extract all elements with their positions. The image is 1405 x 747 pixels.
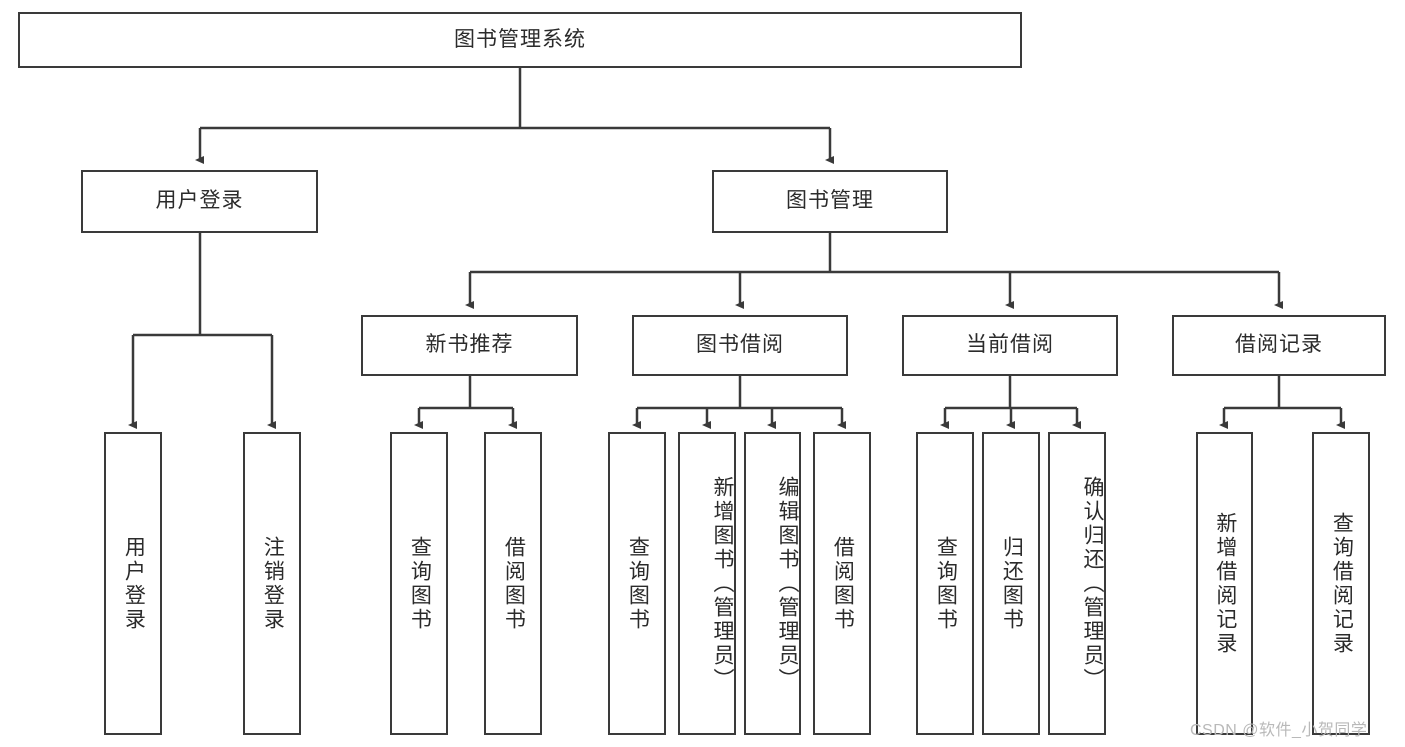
node-label: 借阅图书	[502, 535, 526, 632]
leaf-query-book-newbook[interactable]: 查询图书	[390, 432, 448, 735]
node-label: 查询图书	[934, 535, 958, 632]
node-new-book-recommend[interactable]: 新书推荐	[361, 315, 578, 376]
node-label: 图书管理系统	[454, 27, 586, 51]
node-label: 查询图书	[408, 535, 432, 632]
node-label: 归还图书	[1000, 535, 1024, 632]
leaf-return-book[interactable]: 归还图书	[982, 432, 1040, 735]
leaf-user-login[interactable]: 用户登录	[104, 432, 162, 735]
leaf-add-borrow-record[interactable]: 新增借阅记录	[1196, 432, 1253, 735]
node-root[interactable]: 图书管理系统	[18, 12, 1022, 68]
node-current-borrow[interactable]: 当前借阅	[902, 315, 1118, 376]
leaf-confirm-return-admin[interactable]: 确认归还（管理员）	[1048, 432, 1106, 735]
node-label: 查询图书	[626, 535, 650, 632]
node-label: 注销登录	[261, 535, 285, 632]
leaf-query-book-current[interactable]: 查询图书	[916, 432, 974, 735]
leaf-borrow-book-newbook[interactable]: 借阅图书	[484, 432, 542, 735]
node-label: 当前借阅	[966, 333, 1054, 357]
node-borrow-records[interactable]: 借阅记录	[1172, 315, 1386, 376]
leaf-query-book-borrow[interactable]: 查询图书	[608, 432, 666, 735]
node-book-management[interactable]: 图书管理	[712, 170, 948, 233]
node-label: 新书推荐	[425, 333, 514, 357]
node-label: 查询借阅记录	[1330, 511, 1354, 656]
node-user-login[interactable]: 用户登录	[81, 170, 318, 233]
node-book-borrow[interactable]: 图书借阅	[632, 315, 848, 376]
node-label: 借阅记录	[1235, 333, 1323, 357]
node-label: 图书管理	[786, 189, 874, 213]
node-label: 图书借阅	[696, 333, 784, 357]
node-label: 新增图书（管理员）	[711, 475, 734, 692]
leaf-logout[interactable]: 注销登录	[243, 432, 301, 735]
leaf-query-borrow-record[interactable]: 查询借阅记录	[1312, 432, 1370, 735]
node-label: 编辑图书（管理员）	[776, 475, 799, 692]
node-label: 新增借阅记录	[1213, 511, 1237, 656]
node-label: 借阅图书	[831, 535, 855, 632]
node-label: 用户登录	[122, 535, 146, 632]
leaf-borrow-book[interactable]: 借阅图书	[813, 432, 871, 735]
node-label: 用户登录	[155, 189, 244, 213]
leaf-edit-book-admin[interactable]: 编辑图书（管理员）	[744, 432, 801, 735]
watermark-text: CSDN @软件_小贺同学	[1190, 722, 1368, 739]
leaf-add-book-admin[interactable]: 新增图书（管理员）	[678, 432, 736, 735]
node-label: 确认归还（管理员）	[1081, 475, 1104, 692]
